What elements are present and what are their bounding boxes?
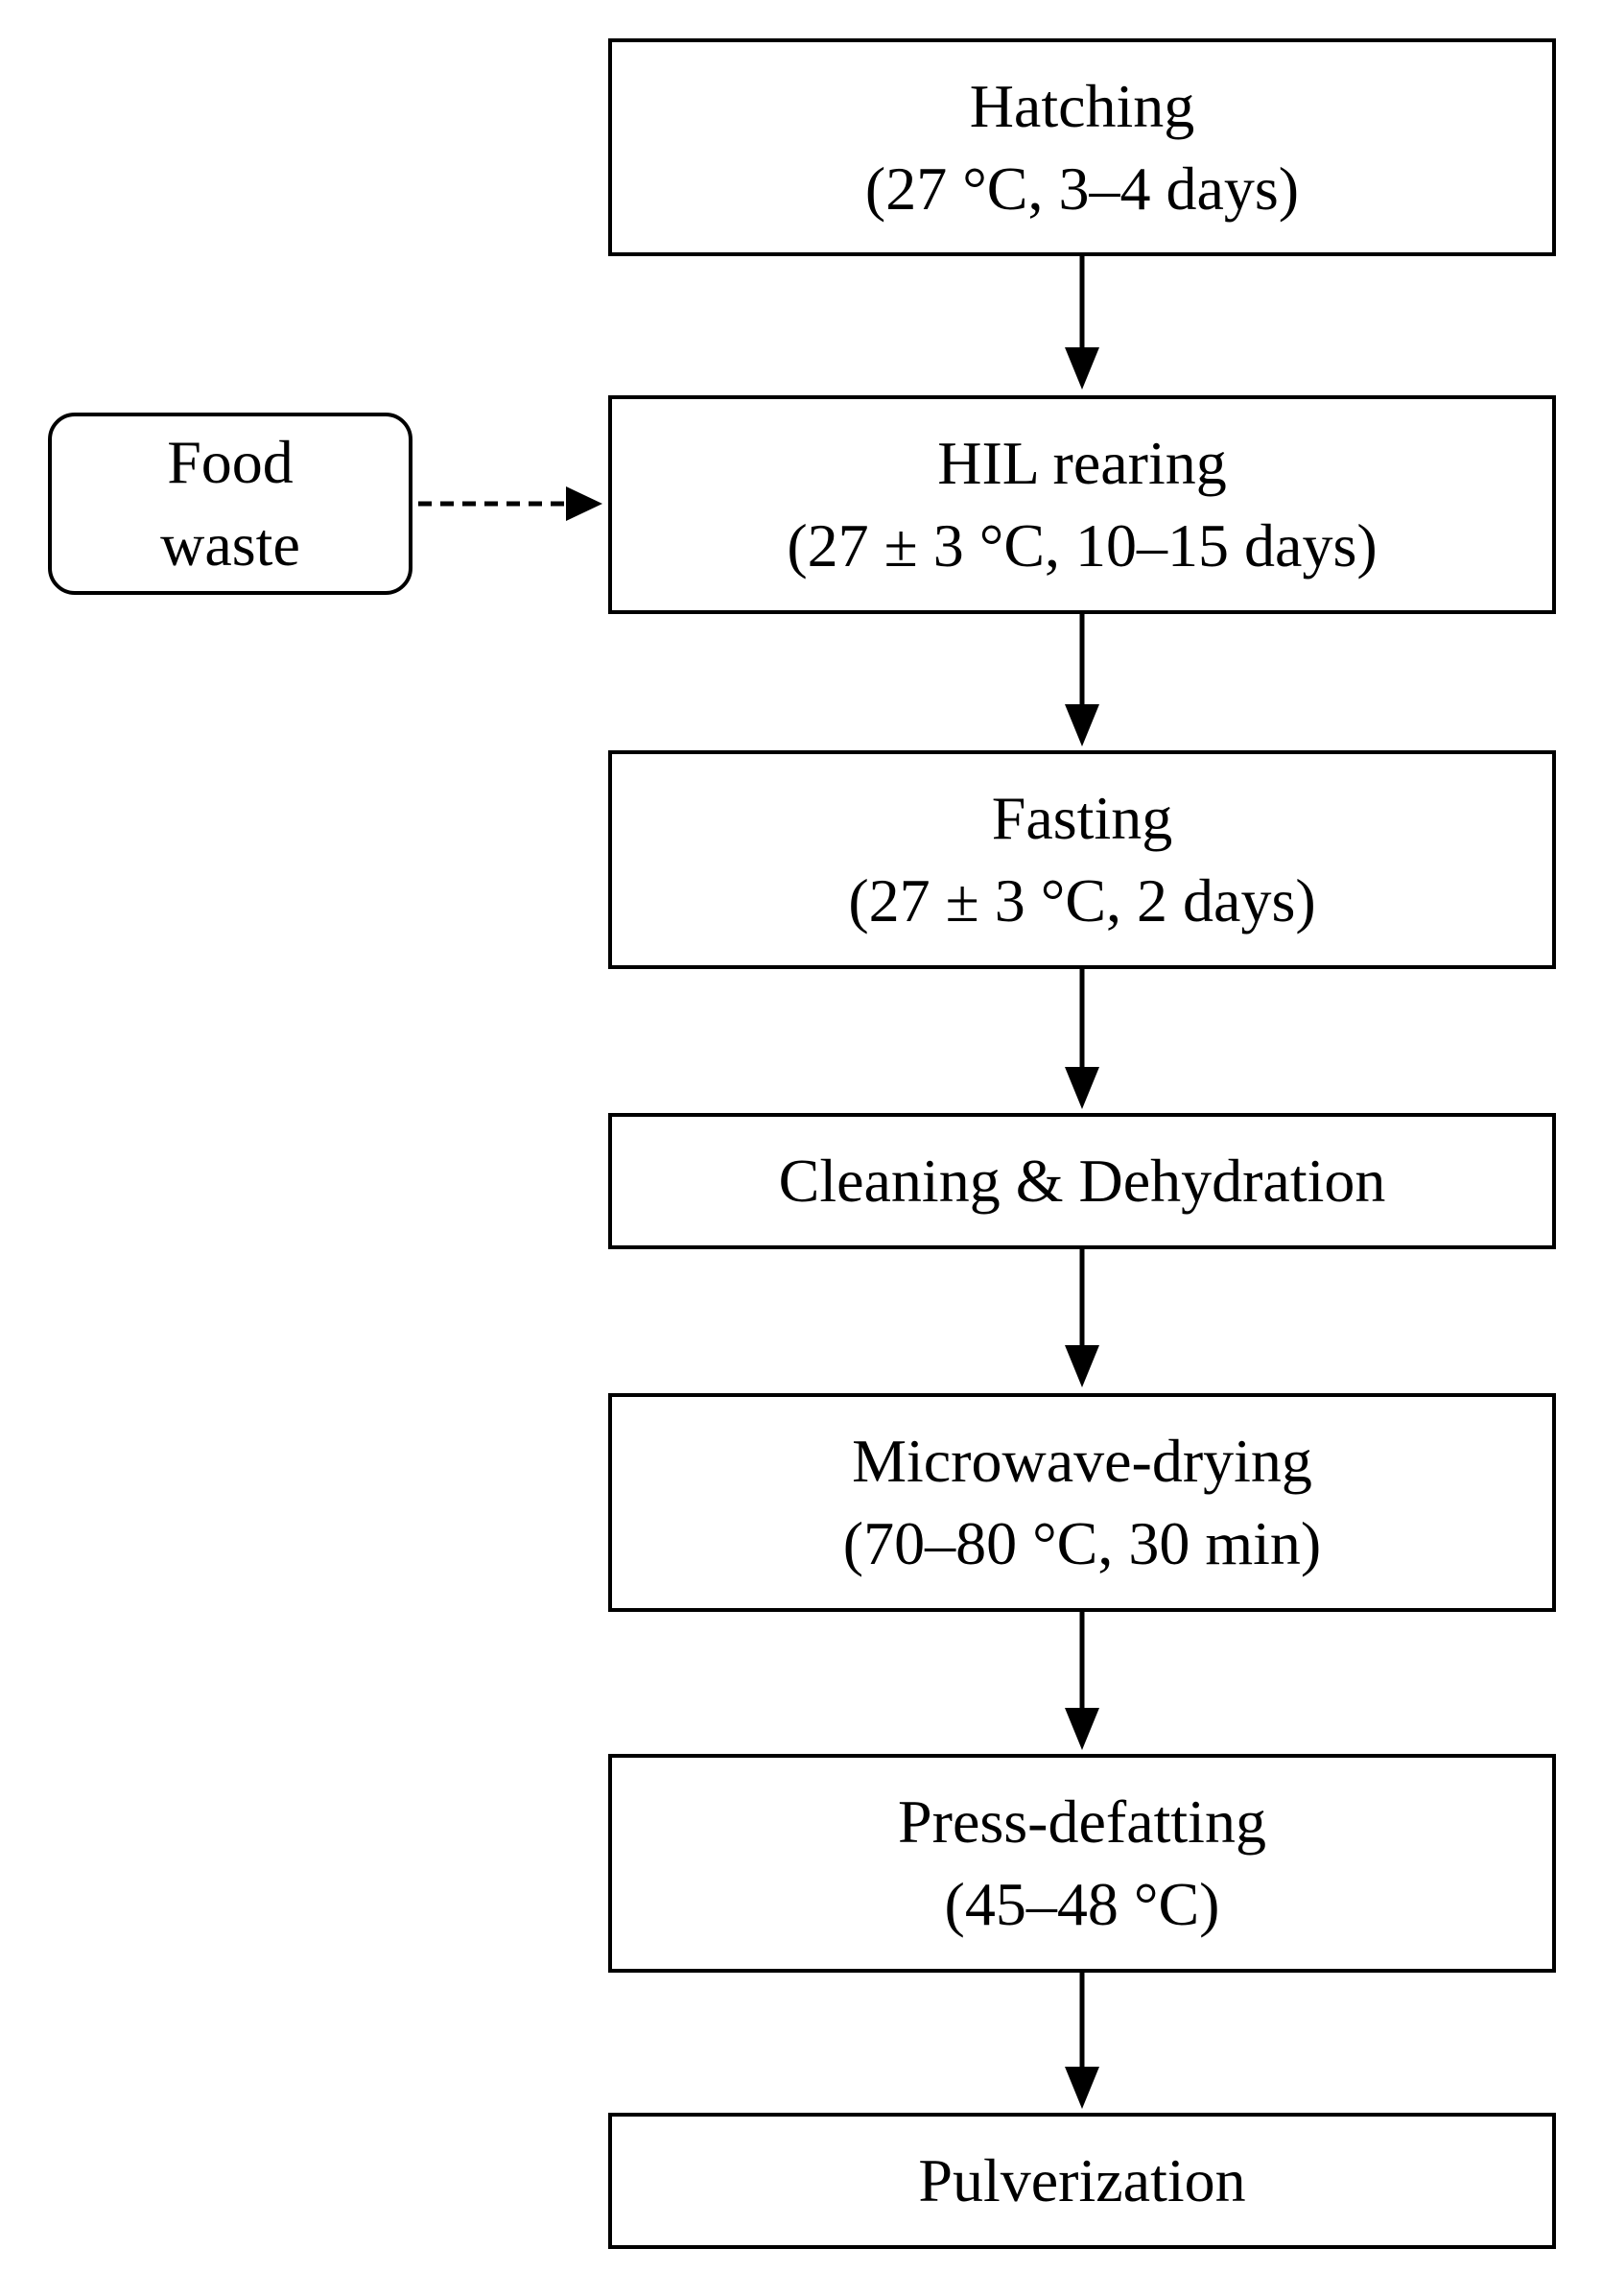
food-waste-line-1: Food (167, 428, 294, 496)
arrow-hatching-to-rearing (1065, 256, 1099, 390)
step-detail: (27 ± 3 °C, 10–15 days) (787, 511, 1378, 580)
arrow-fasting-to-cleaning (1065, 969, 1099, 1109)
step-title: Hatching (969, 71, 1195, 140)
food-waste-input-box: Food waste (48, 413, 412, 595)
arrow-cleaning-to-microwave (1065, 1249, 1099, 1387)
food-waste-line-2: waste (160, 510, 300, 579)
step-detail: (45–48 °C) (944, 1870, 1220, 1938)
step-cleaning-dehydration: Cleaning & Dehydration (608, 1113, 1556, 1249)
step-pulverization: Pulverization (608, 2113, 1556, 2249)
step-title: Fasting (991, 784, 1173, 852)
arrow-food-waste-to-rearing (418, 486, 602, 521)
step-detail: (27 °C, 3–4 days) (864, 154, 1300, 223)
arrow-microwave-to-pressing (1065, 1612, 1099, 1750)
step-title: Microwave-drying (852, 1427, 1312, 1495)
step-title: Cleaning & Dehydration (778, 1147, 1386, 1215)
step-detail: (27 ± 3 °C, 2 days) (848, 866, 1316, 935)
step-microwave-drying: Microwave-drying (70–80 °C, 30 min) (608, 1393, 1556, 1612)
step-title: Press-defatting (898, 1787, 1266, 1856)
step-press-defatting: Press-defatting (45–48 °C) (608, 1754, 1556, 1973)
arrow-pressing-to-pulverization (1065, 1973, 1099, 2109)
step-detail: (70–80 °C, 30 min) (842, 1509, 1322, 1577)
step-hatching: Hatching (27 °C, 3–4 days) (608, 38, 1556, 256)
step-title: Pulverization (918, 2146, 1246, 2214)
step-hil-rearing: HIL rearing (27 ± 3 °C, 10–15 days) (608, 395, 1556, 614)
step-title: HIL rearing (937, 429, 1227, 497)
step-fasting: Fasting (27 ± 3 °C, 2 days) (608, 750, 1556, 969)
arrow-rearing-to-fasting (1065, 614, 1099, 746)
